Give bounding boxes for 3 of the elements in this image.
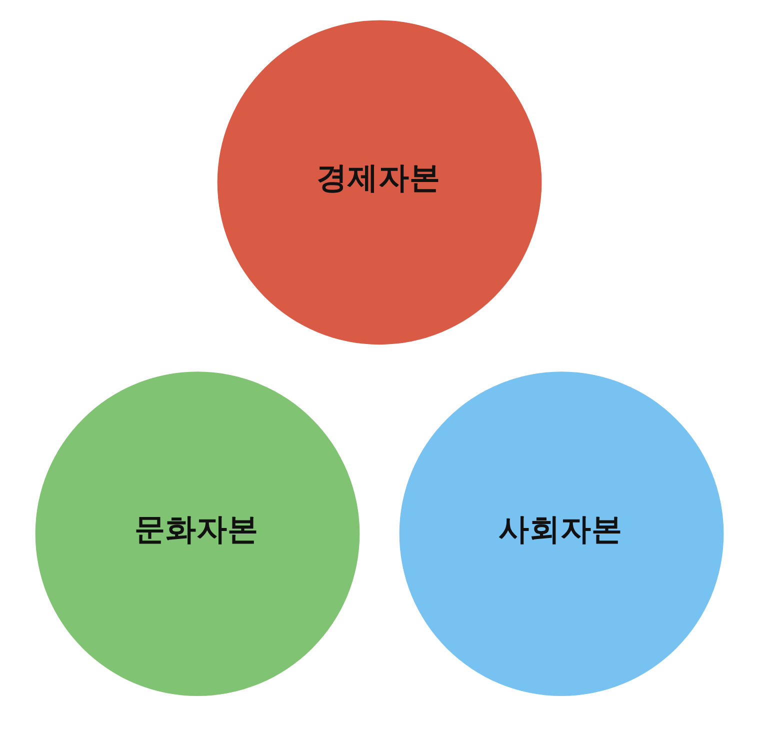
node-circle: 문화자본 <box>35 372 360 696</box>
node-circle: 사회자본 <box>399 372 724 696</box>
node-circle: 경제자본 <box>217 20 542 345</box>
